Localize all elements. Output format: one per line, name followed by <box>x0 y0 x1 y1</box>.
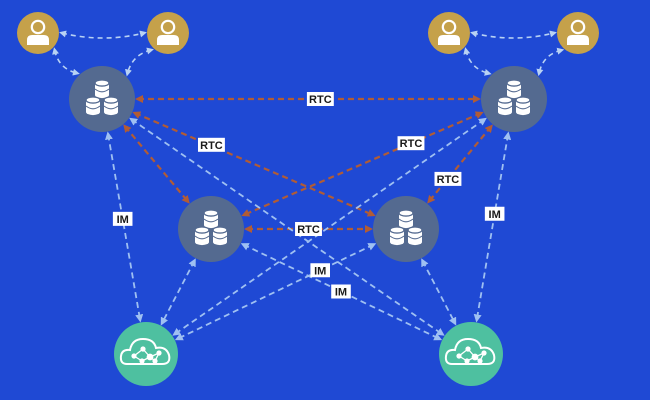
im-edge-label: IM <box>331 284 351 299</box>
database-cluster-icon <box>194 209 228 246</box>
edge-label-background <box>310 263 330 278</box>
im-edge <box>160 258 196 326</box>
cloud-right-node <box>439 322 503 386</box>
rtc-edge-label: RTC <box>306 92 334 106</box>
edge-labels-layer: RTC RTC RTC RTC RTC IM IM IM IM <box>112 92 505 299</box>
rtc-edge-label: RTC <box>434 171 462 186</box>
edge-label-background <box>112 211 133 226</box>
edge-label-text: IM <box>489 209 501 221</box>
nodes-layer <box>17 12 599 386</box>
server-node-circle <box>178 196 244 262</box>
cloud-node-circle <box>439 322 503 386</box>
rtc-edge-label: RTC <box>397 136 425 151</box>
cloud-node-circle <box>114 322 178 386</box>
user-icon <box>157 19 179 45</box>
database-cluster-icon <box>497 79 531 116</box>
im-edge-label: IM <box>484 206 505 221</box>
edges-layer <box>52 30 565 341</box>
edge-label-text: IM <box>117 214 129 226</box>
cloud-network-icon <box>119 337 171 365</box>
database-cluster-icon <box>389 209 423 246</box>
user-3-node <box>428 12 470 54</box>
user-edge <box>125 47 154 77</box>
im-edge <box>105 131 144 323</box>
im-edge-label: IM <box>310 263 330 278</box>
database-cluster-icon <box>85 79 119 116</box>
server-node-circle <box>481 66 547 132</box>
user-1-node <box>17 12 59 54</box>
im-edge <box>473 131 512 323</box>
edge-label-text: RTC <box>400 138 423 150</box>
server-top-right-node <box>481 66 547 132</box>
im-edge-label: IM <box>112 211 133 226</box>
edge-label-text: RTC <box>297 224 320 236</box>
user-edge <box>52 47 80 76</box>
server-mid-left-node <box>178 196 244 262</box>
server-top-left-node <box>69 66 135 132</box>
server-node-circle <box>373 196 439 262</box>
cloud-left-node <box>114 322 178 386</box>
user-2-node <box>147 12 189 54</box>
user-4-node <box>557 12 599 54</box>
server-mid-right-node <box>373 196 439 262</box>
edge-label-background <box>397 136 425 151</box>
edge-label-text: RTC <box>200 140 223 152</box>
edge-label-background <box>295 222 322 236</box>
user-edge <box>59 30 147 39</box>
edge-label-text: RTC <box>437 174 460 186</box>
server-node-circle <box>69 66 135 132</box>
rtc-edge-label: RTC <box>197 137 225 152</box>
edge-label-background <box>484 206 505 221</box>
edge-label-text: IM <box>335 287 347 299</box>
user-edge <box>463 47 492 76</box>
user-edge <box>470 30 557 39</box>
edge-label-text: IM <box>314 265 326 277</box>
rtc-edge-label: RTC <box>295 222 322 236</box>
rtc-edge <box>132 111 376 217</box>
edge-label-background <box>197 137 225 152</box>
edge-label-background <box>331 284 351 299</box>
edge-label-text: RTC <box>309 94 332 106</box>
user-icon <box>438 19 460 45</box>
rtc-edge <box>427 124 493 204</box>
im-edge <box>172 117 487 336</box>
user-icon <box>567 19 589 45</box>
im-edge <box>421 258 457 326</box>
user-icon <box>27 19 49 45</box>
cloud-network-icon <box>444 337 496 365</box>
user-edge <box>536 47 565 77</box>
rtc-edge <box>241 111 484 217</box>
edge-label-background <box>306 92 334 106</box>
rtc-edge <box>123 124 190 204</box>
edge-label-background <box>434 171 462 186</box>
